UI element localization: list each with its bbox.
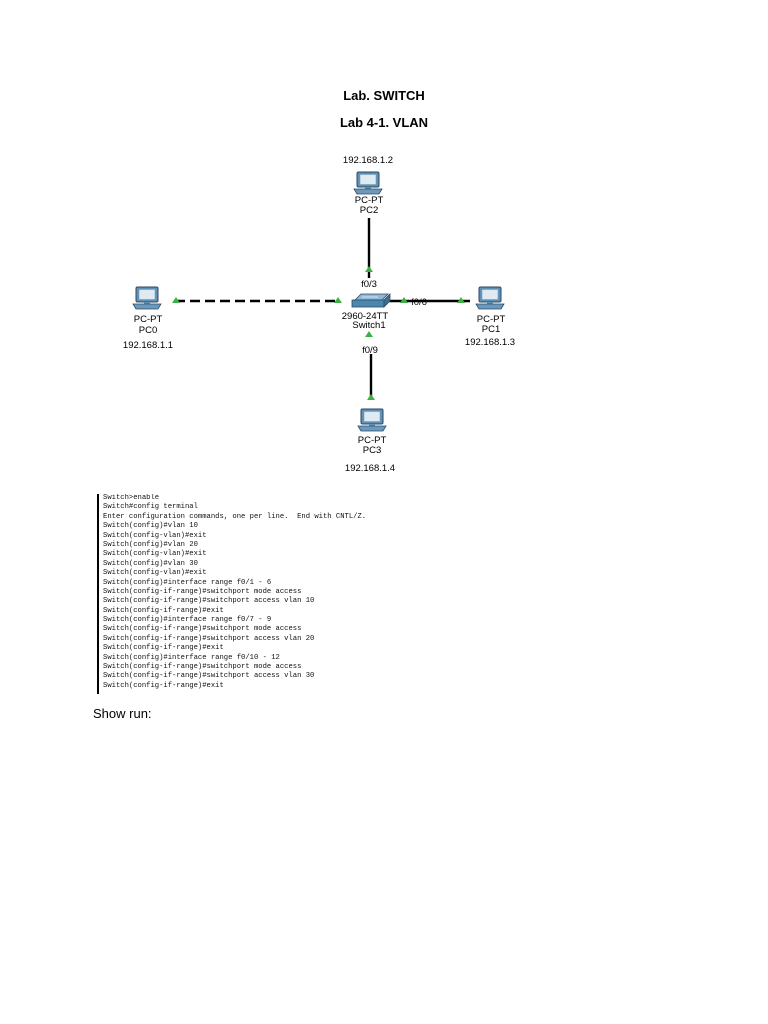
- cli-line: Switch(config)#interface range f0/10 - 1…: [103, 653, 280, 662]
- cli-line: Switch(config)#interface range f0/1 - 6: [103, 578, 272, 587]
- cli-line: Switch(config)#vlan 30: [103, 559, 198, 568]
- document-title: Lab. SWITCH: [343, 88, 425, 103]
- switch-name-label: Switch1: [352, 320, 385, 331]
- cli-line: Switch(config-if-range)#exit: [103, 644, 224, 653]
- link-up-indicator: [365, 331, 373, 337]
- pc3-ip-label: 192.168.1.4: [345, 463, 395, 474]
- switch-model-label: 2960-24TT: [342, 311, 389, 322]
- pc3-type-label: PC-PT: [358, 435, 387, 446]
- link-up-indicator: [334, 297, 342, 303]
- show-run-caption: Show run:: [93, 706, 152, 721]
- cli-line: Switch(config)#vlan 10: [103, 522, 198, 531]
- cli-line: Switch(config-vlan)#exit: [103, 531, 207, 540]
- pc0-ip-label: 192.168.1.1: [123, 340, 173, 351]
- cli-line: Switch(config)#vlan 20: [103, 540, 198, 549]
- cli-line: Switch(config-vlan)#exit: [103, 569, 207, 578]
- pc3-computer-icon: [357, 408, 387, 432]
- cli-line: Switch(config-if-range)#switchport acces…: [103, 634, 315, 643]
- network-topology-diagram: 2960-24TT Switch1 f0/3 f0/6 f0/9 192.168…: [123, 155, 515, 474]
- cli-line: Switch(config-if-range)#switchport mode …: [103, 663, 302, 672]
- cli-line: Enter configuration commands, one per li…: [103, 512, 367, 521]
- cli-line: Switch(config-vlan)#exit: [103, 550, 207, 559]
- port-label-bottom: f0/9: [362, 345, 378, 356]
- cli-line: Switch>enable: [103, 494, 160, 502]
- cli-line: Switch#config terminal: [103, 503, 198, 512]
- pc0-name-label: PC0: [139, 325, 157, 336]
- cli-line: Switch(config-if-range)#switchport mode …: [103, 625, 302, 634]
- pc1-computer-icon: [475, 286, 505, 310]
- pc1-name-label: PC1: [482, 324, 500, 335]
- link-up-indicator: [457, 297, 465, 303]
- switch-icon: [351, 293, 391, 308]
- pc3-name-label: PC3: [363, 445, 381, 456]
- cli-line: Switch(config-if-range)#switchport acces…: [103, 672, 315, 681]
- pc2-ip-label: 192.168.1.2: [343, 155, 393, 166]
- link-up-indicator: [400, 297, 408, 303]
- pc2-type-label: PC-PT: [355, 195, 384, 206]
- pc2-computer-icon: [353, 171, 383, 195]
- link-up-indicator: [365, 266, 373, 272]
- document-subtitle: Lab 4-1. VLAN: [339, 115, 429, 130]
- pc0-type-label: PC-PT: [134, 314, 163, 325]
- cli-line: Switch(config-if-range)#switchport acces…: [103, 597, 315, 606]
- cli-line: Switch(config-if-range)#exit: [103, 606, 224, 615]
- link-up-indicator: [172, 297, 180, 303]
- pc1-type-label: PC-PT: [477, 314, 506, 325]
- pc1-ip-label: 192.168.1.3: [465, 337, 515, 348]
- pc0-computer-icon: [132, 286, 162, 310]
- pc2-name-label: PC2: [360, 205, 378, 216]
- cli-line: Switch(config-if-range)#switchport mode …: [103, 587, 302, 596]
- cli-line: Switch(config)#interface range f0/7 - 9: [103, 616, 272, 625]
- cli-line: Switch(config-if-range)#exit: [103, 681, 224, 690]
- port-label-right: f0/6: [411, 297, 427, 308]
- link-up-indicator: [367, 394, 375, 400]
- port-label-top: f0/3: [361, 279, 377, 290]
